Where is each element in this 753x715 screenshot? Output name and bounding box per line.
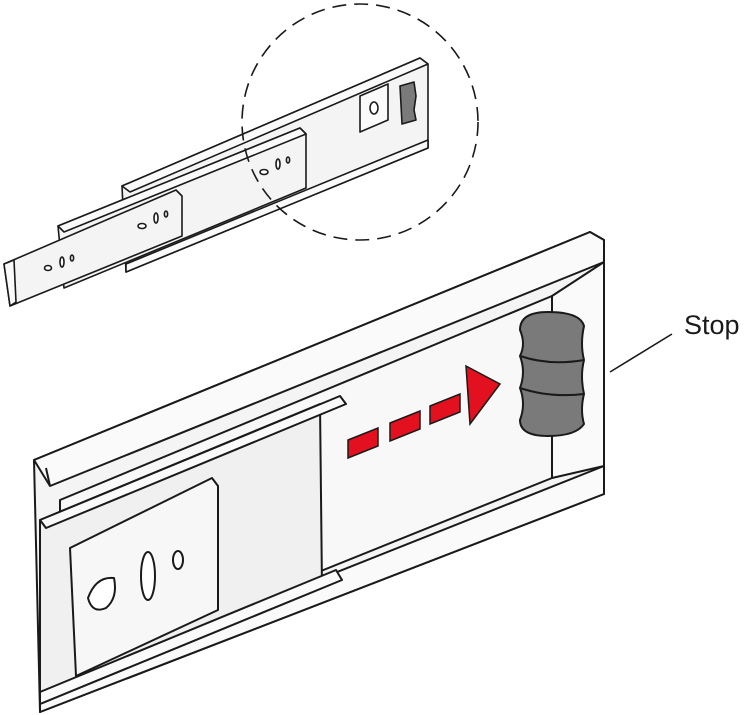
middle-rail-top-lip xyxy=(57,127,307,233)
inner-moving-rail-top xyxy=(39,395,347,529)
overview-hole xyxy=(285,156,291,164)
enlarged-slide xyxy=(33,231,605,713)
overview-stop xyxy=(399,81,417,125)
slide-hole-oval xyxy=(140,551,156,601)
overview-hole xyxy=(153,212,159,224)
outer-rail-top-lip xyxy=(121,57,429,193)
overview-hole xyxy=(137,222,147,230)
outer-channel-top-inner xyxy=(45,467,51,487)
stop-bumper xyxy=(518,310,586,438)
inner-moving-rail-bottom xyxy=(39,569,343,705)
inner-rail-front-face xyxy=(3,259,17,307)
slide-hole-small xyxy=(172,550,184,570)
overview-hole xyxy=(163,210,169,218)
overview-slide xyxy=(3,57,429,307)
stop-leader-line xyxy=(609,333,673,373)
overview-hole xyxy=(59,256,65,268)
slide-hole-slot xyxy=(87,576,116,611)
direction-arrow-icon xyxy=(347,364,502,460)
overview-hole xyxy=(43,264,53,272)
overview-hole xyxy=(369,101,379,115)
stop-label: Stop xyxy=(684,310,740,340)
overview-hole xyxy=(275,158,281,170)
outer-channel-top-lip xyxy=(33,231,605,487)
detail-callout-circle xyxy=(241,3,479,241)
overview-hole xyxy=(69,254,75,262)
overview-hole xyxy=(259,168,269,176)
